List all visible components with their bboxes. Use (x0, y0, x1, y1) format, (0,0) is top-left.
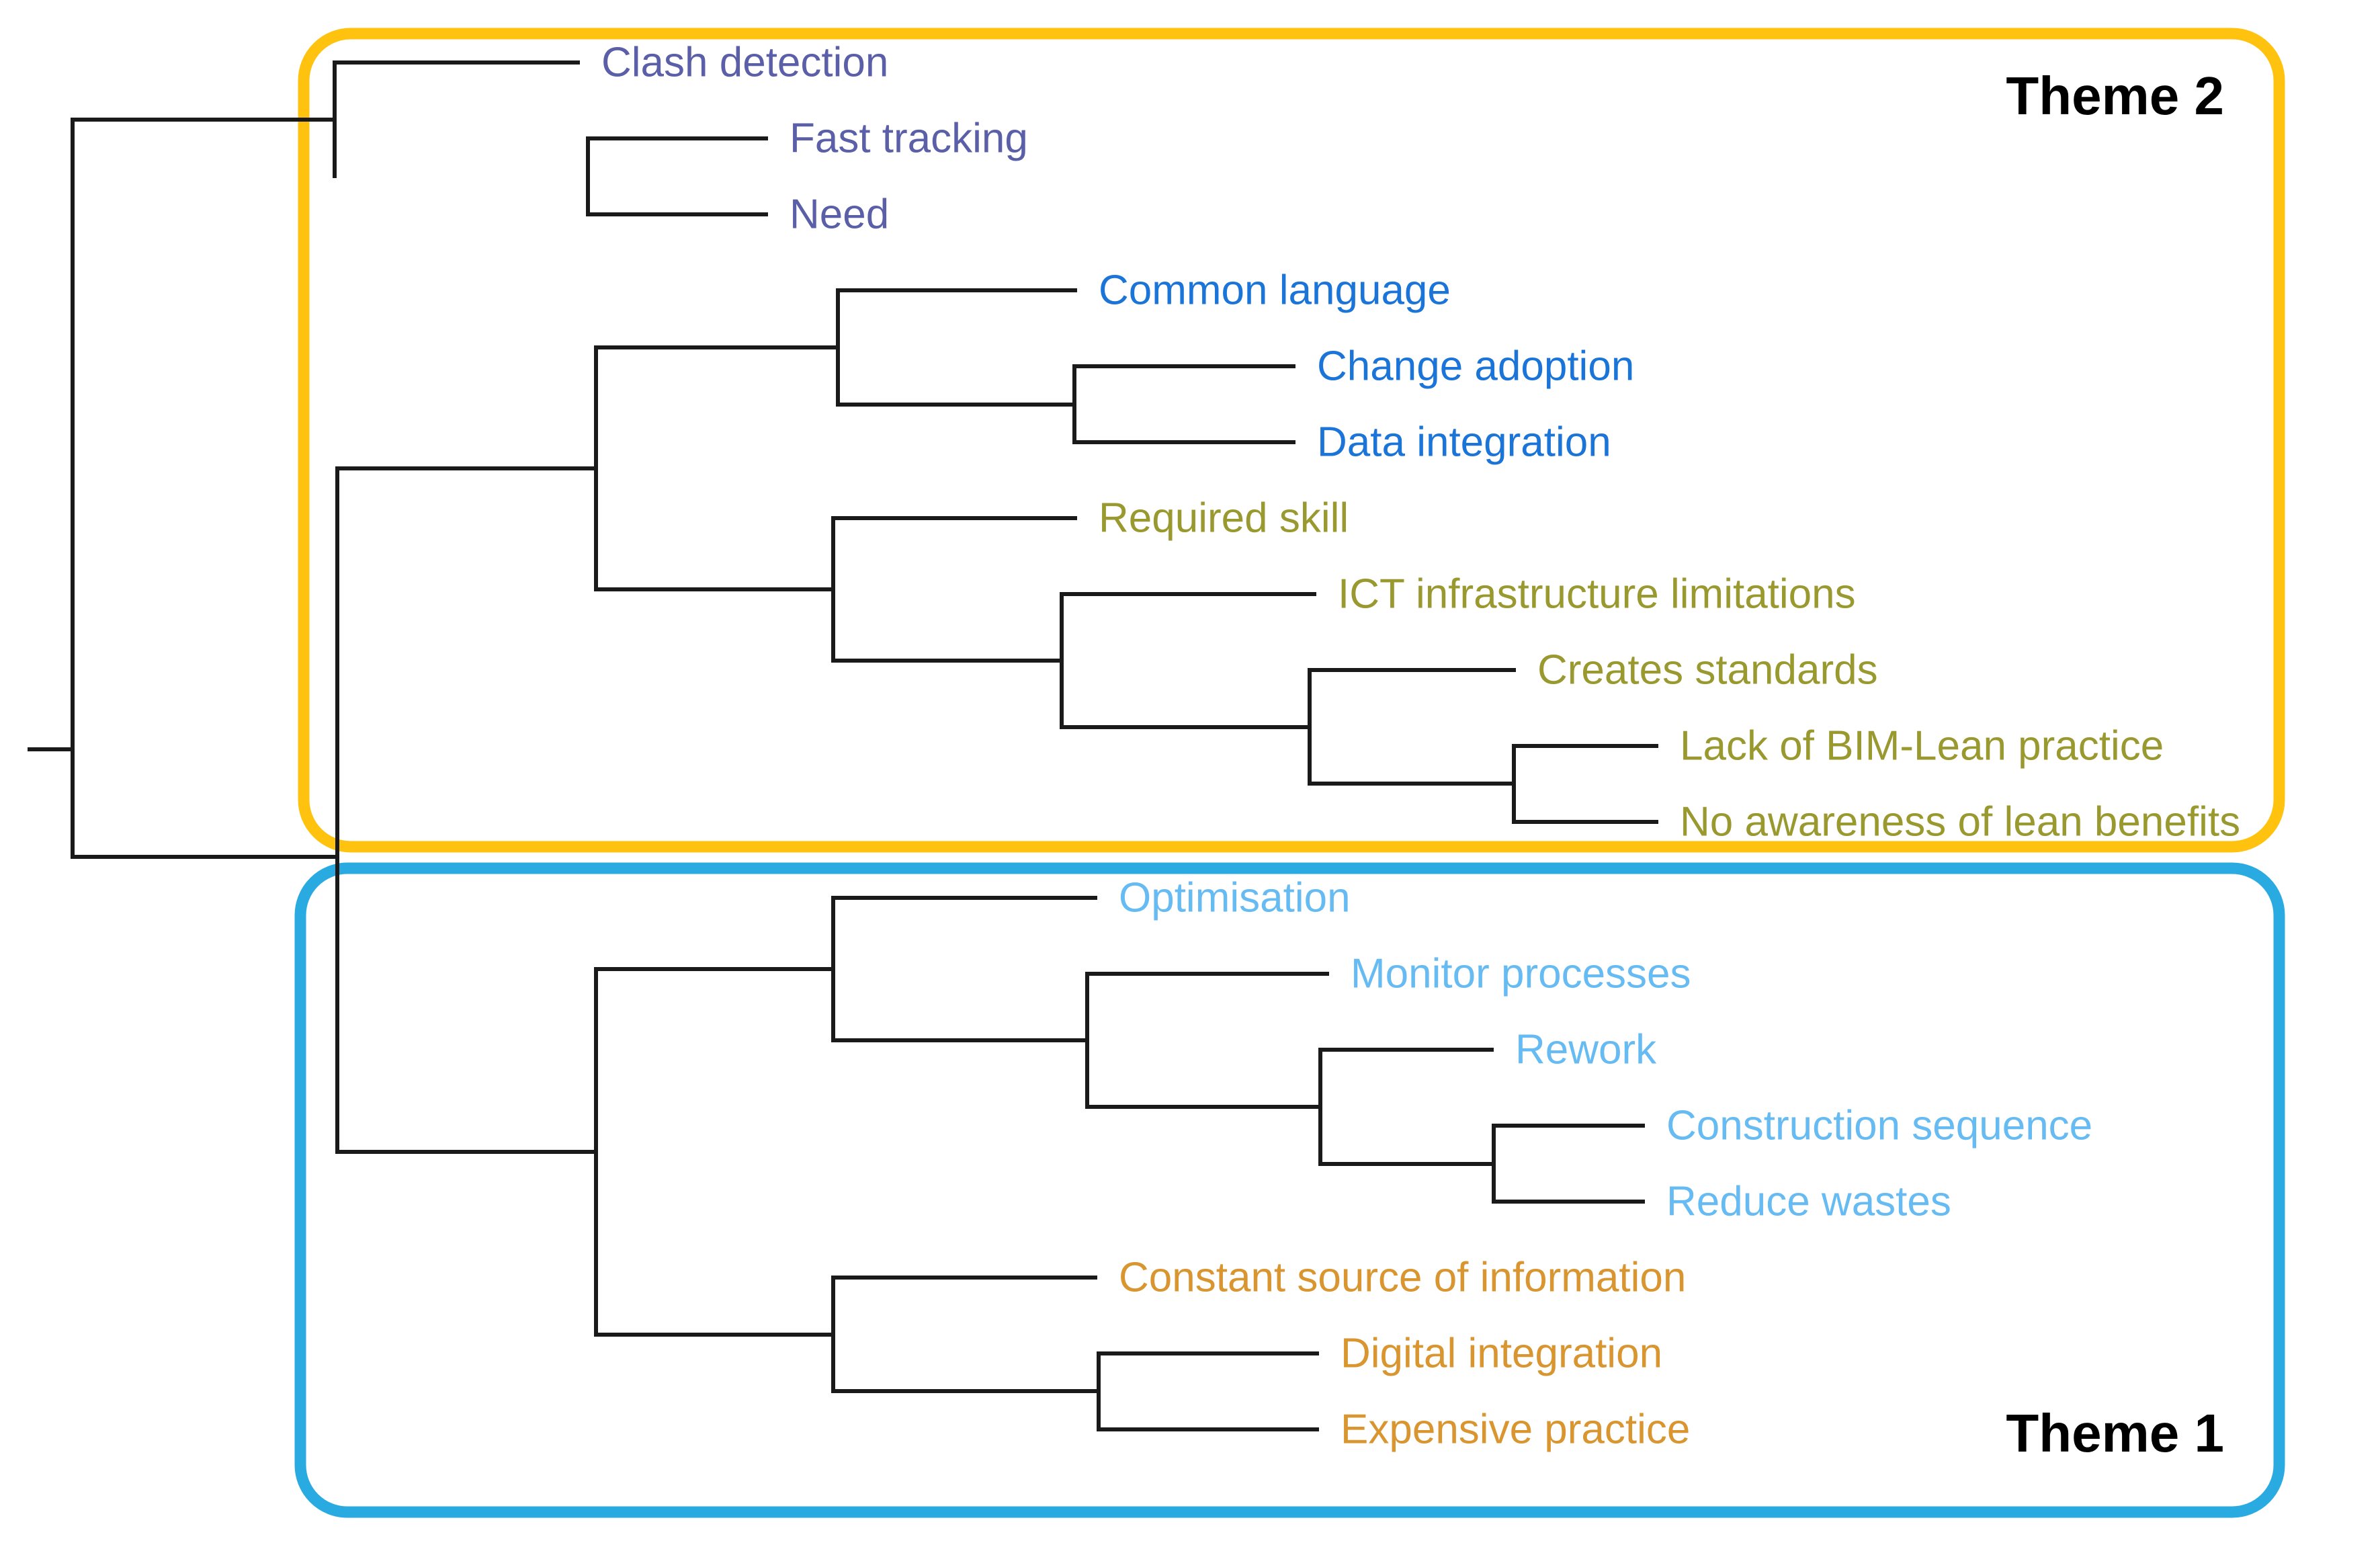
leaf-label-required-skill: Required skill (1099, 495, 1349, 542)
leaf-label-expensive-practice: Expensive practice (1341, 1407, 1690, 1453)
leaf-label-rework: Rework (1515, 1027, 1657, 1073)
theme-label-theme-1: Theme 1 (2006, 1403, 2224, 1463)
leaf-label-data-integration: Data integration (1317, 419, 1611, 466)
leaf-label-digital-integration: Digital integration (1341, 1331, 1662, 1377)
theme-label-theme-2: Theme 2 (2006, 66, 2224, 126)
leaf-label-monitor-processes: Monitor processes (1351, 951, 1691, 997)
leaf-label-lack-of-bim-lean-practice: Lack of BIM-Lean practice (1680, 723, 2164, 769)
leaf-label-construction-sequence: Construction sequence (1666, 1103, 2092, 1149)
theme-box-theme-1 (294, 862, 2285, 1518)
leaf-label-need: Need (790, 192, 889, 238)
leaf-label-change-adoption: Change adoption (1317, 343, 1634, 390)
leaf-label-no-awareness-of-lean-benefits: No awareness of lean benefits (1680, 799, 2240, 845)
leaf-label-clash-detection: Clash detection (601, 40, 888, 86)
leaf-label-constant-source-of-information: Constant source of information (1119, 1255, 1686, 1301)
leaf-label-creates-standards: Creates standards (1537, 647, 1878, 694)
leaf-label-common-language: Common language (1099, 267, 1451, 314)
leaf-label-reduce-wastes: Reduce wastes (1666, 1179, 1951, 1225)
theme-box-theme-2 (298, 28, 2285, 853)
leaf-label-ict-infrastructure-limitations: ICT infrastructure limitations (1338, 571, 1856, 618)
leaf-label-optimisation: Optimisation (1119, 875, 1351, 921)
leaf-label-fast-tracking: Fast tracking (790, 116, 1028, 162)
